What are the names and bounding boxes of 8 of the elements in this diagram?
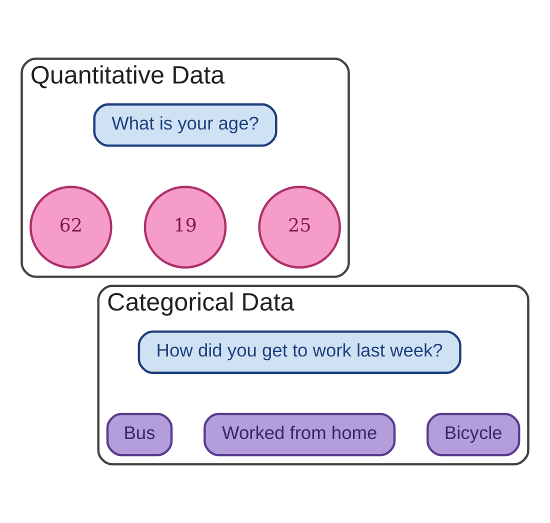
node-box: Worked from home [204, 412, 396, 456]
node-box: How did you get to work last week? [138, 330, 462, 374]
node-circle: 25 [258, 186, 341, 269]
node-circle: 62 [30, 186, 112, 269]
node-circle: 19 [144, 186, 227, 269]
node-box: Bicycle [426, 412, 520, 456]
node-box: Bus [106, 412, 173, 456]
node-box: What is your age? [93, 103, 278, 147]
